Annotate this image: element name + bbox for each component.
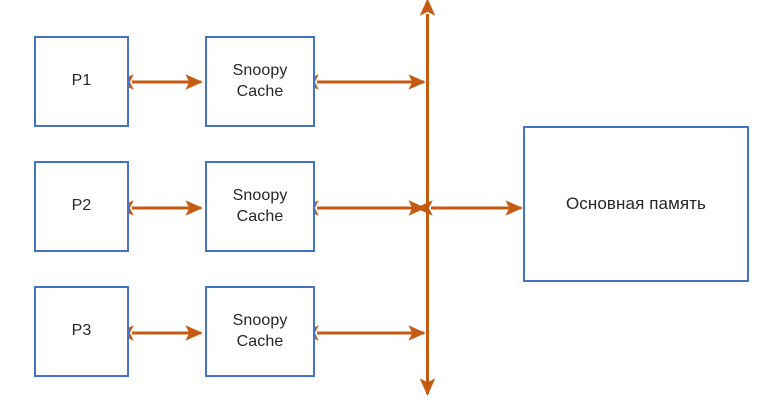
snoopy-cache-box-1: Snoopy Cache xyxy=(205,36,315,127)
processor-label-p1: P1 xyxy=(71,72,92,90)
snoopy-cache-box-2: Snoopy Cache xyxy=(205,161,315,252)
main-memory-label: Основная память xyxy=(565,194,707,214)
processor-label-p3: P3 xyxy=(71,322,92,340)
snoopy-cache-box-3: Snoopy Cache xyxy=(205,286,315,377)
processor-box-p2: P2 xyxy=(34,161,129,252)
snoopy-cache-label-1: Snoopy Cache xyxy=(232,62,288,100)
snoopy-cache-label-3: Snoopy Cache xyxy=(232,312,288,350)
processor-label-p2: P2 xyxy=(71,197,92,215)
processor-box-p1: P1 xyxy=(34,36,129,127)
main-memory-box: Основная память xyxy=(523,126,749,282)
snoopy-cache-label-2: Snoopy Cache xyxy=(232,187,288,225)
processor-box-p3: P3 xyxy=(34,286,129,377)
